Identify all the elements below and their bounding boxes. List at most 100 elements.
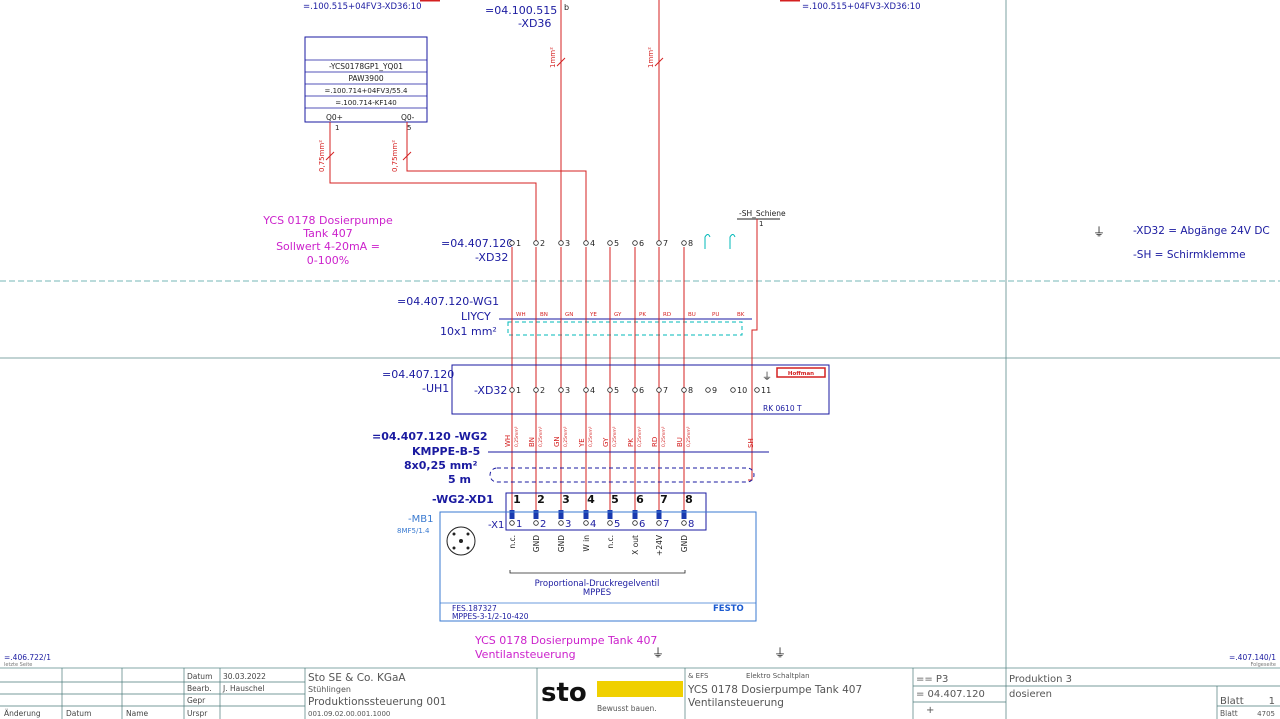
shield-rail-num: 1 (759, 220, 763, 228)
wg2-ref: =04.407.120 -WG2 (372, 430, 488, 443)
tb-bearb-label: Bearb. (187, 684, 212, 693)
xd32-top-name: -XD32 (475, 251, 508, 264)
wire-size-1mm-a: 1mm² (549, 47, 557, 68)
uh1-name: -UH1 (422, 382, 449, 395)
earth-icon: ⏚ (762, 371, 772, 383)
valve-part2: MPPES-3-1/2-10-420 (452, 612, 529, 621)
pump-ref2: =.100.714-KF140 (335, 99, 397, 107)
valve-signal: GND (532, 535, 541, 552)
wg2-cross-section: 0,25mm² (514, 426, 520, 447)
terminal-label: 3 (565, 239, 570, 248)
pump-note: YCS 0178 Dosierpumpe Tank 407 Sollwert 4… (262, 214, 393, 267)
connector-pin-block (533, 510, 539, 519)
connector-pin-4: 4 (587, 493, 595, 506)
valve-pin-dot (632, 520, 638, 526)
wg2-color-bu: BU (676, 437, 684, 447)
connector-pin-2: 2 (537, 493, 545, 506)
wg2-color-ye: YE (578, 438, 586, 448)
tb-city: Stühlingen (308, 685, 351, 694)
hoffman-logo (776, 367, 826, 378)
shield-hook-2 (729, 234, 736, 249)
valve-signal: W in (582, 535, 591, 552)
valve-signal: n.c. (606, 535, 615, 549)
pump-wire2-size: 0,75mm² (391, 140, 399, 172)
terminal-label: 6 (639, 239, 644, 248)
tb-urspr-label: Urspr (187, 709, 208, 718)
pump-name: -YCS0178GP1_YQ01 (329, 62, 403, 71)
pump-wires (325, 0, 664, 243)
uh1-terminal-dot (730, 387, 736, 393)
valve-pin-label: 1 (516, 519, 522, 530)
next-page-sub: Folgeseite (1250, 662, 1276, 668)
mb1-ref: 8MF5/1.4 (397, 527, 430, 535)
connector-pin-block (607, 510, 613, 519)
uh1-brand: Hoffman (788, 371, 814, 377)
tb-title1: YCS 0178 Dosierpumpe Tank 407 (687, 684, 862, 696)
prev-page-ref[interactable]: =.406.722/1 (4, 653, 51, 662)
wg1-color-wh: WH (516, 312, 526, 318)
next-page-ref[interactable]: =.407.140/1 (1229, 653, 1276, 662)
wg2-color-gn: GN (553, 436, 561, 447)
pump-pin2-num: 5 (407, 124, 411, 132)
uh1-terminal-label: 9 (712, 386, 717, 395)
connector-pin-5: 5 (611, 493, 619, 506)
valve-signal: X out (631, 535, 640, 555)
pump-note-line1: YCS 0178 Dosierpumpe (262, 214, 393, 227)
tb-project: Produktionssteuerung 001 (308, 696, 446, 708)
uh1-terminal-label: 1 (516, 386, 521, 395)
connector-pin-block (509, 510, 515, 519)
wg2-cross-section: 0,25mm² (588, 426, 594, 447)
top-references: =.100.515+04FV3-XD36:10 =.100.515+04FV3-… (303, 0, 921, 68)
uh1-terminal-label: 6 (639, 386, 644, 395)
wg2-cross-section: 0,25mm² (661, 426, 667, 447)
pump-wire1-size: 0,75mm² (318, 140, 326, 172)
wg2-color-gy: GY (602, 437, 610, 447)
terminal-dot (558, 240, 564, 246)
wg2-sh-label: SH (747, 438, 755, 448)
terminal-label: 1 (516, 239, 521, 248)
pump-ref1: =.100.714+04FV3/55.4 (324, 87, 408, 95)
uh1-terminal-dot (583, 387, 589, 393)
sto-logo: sto (541, 678, 587, 708)
tb-dos: dosieren (1009, 689, 1052, 700)
wg2-cable: =04.407.120 -WG2 KMPPE-B-5 8x0,25 mm² 5 … (372, 426, 769, 486)
legend-xd32: -XD32 = Abgänge 24V DC (1133, 225, 1270, 237)
pump-box[interactable]: -YCS0178GP1_YQ01 PAW3900 =.100.714+04FV3… (304, 36, 428, 132)
terminal-dot (656, 240, 662, 246)
tb-datum-label: Datum (187, 672, 212, 681)
tb-aenderung: Änderung (4, 709, 41, 718)
valve-desc1: Proportional-Druckregelventil (535, 579, 660, 589)
shield-hook-1 (704, 234, 711, 249)
tb-plan-type: Elektro Schaltplan (746, 672, 810, 680)
wg2-cross-section: 0,25mm² (538, 426, 544, 447)
tb-p3: == P3 (916, 674, 948, 685)
valve-signal: GND (557, 535, 566, 552)
tb-datum-value: 30.03.2022 (223, 672, 266, 681)
wg2-color-wh: WH (504, 435, 512, 447)
drawing-frame (0, 0, 1280, 669)
tb-title2: Ventilansteuerung (688, 697, 784, 709)
tb-company: Sto SE & Co. KGaA (308, 672, 406, 684)
connector-pin-block (656, 510, 662, 519)
valve-signal: n.c. (508, 535, 517, 549)
bottom-note-line1: YCS 0178 Dosierpumpe Tank 407 (474, 634, 657, 647)
uh1-terminal-label: 4 (590, 386, 595, 395)
tb-loc: = 04.407.120 (916, 689, 985, 700)
connector-pin-block (632, 510, 638, 519)
left-top-ref: =.100.515+04FV3-XD36:10 (303, 2, 422, 12)
terminal-dot (509, 240, 515, 246)
uh1-terminal-dot (533, 387, 539, 393)
tb-name: Name (126, 709, 149, 718)
connector-pin-block (681, 510, 687, 519)
uh1-terminal-dot (681, 387, 687, 393)
uh1-ref: =04.407.120 (382, 368, 454, 381)
ground-icon-bottom-2: ⏚ (774, 646, 786, 660)
valve-pin-label: 6 (639, 519, 645, 530)
